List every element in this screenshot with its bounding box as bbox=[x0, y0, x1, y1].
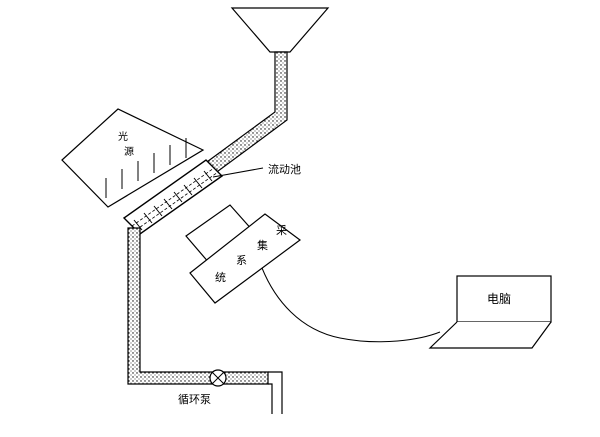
computer-icon: 电脑 bbox=[428, 275, 552, 349]
acq-char-2: 系 bbox=[236, 254, 247, 267]
data-cable bbox=[261, 267, 441, 343]
acq-char-0: 采 bbox=[276, 224, 287, 237]
acquisition-system: 采 集 系 统 bbox=[185, 204, 302, 304]
outlet-pipe bbox=[268, 371, 283, 414]
flow-cell-leader bbox=[212, 167, 264, 178]
pump-label: 循环泵 bbox=[178, 393, 211, 406]
inlet-pipe bbox=[195, 51, 288, 181]
computer-label: 电脑 bbox=[487, 292, 511, 306]
pump-icon bbox=[209, 369, 227, 387]
flow-cell-label: 流动池 bbox=[268, 162, 301, 176]
funnel bbox=[230, 7, 330, 53]
flow-cell bbox=[122, 159, 224, 235]
acq-char-3: 统 bbox=[215, 271, 226, 284]
sensor-char-0: 光 bbox=[118, 130, 128, 143]
acq-char-1: 集 bbox=[257, 238, 268, 252]
light-source: 光 源 bbox=[61, 108, 205, 208]
sensor-char-1: 源 bbox=[124, 145, 134, 158]
